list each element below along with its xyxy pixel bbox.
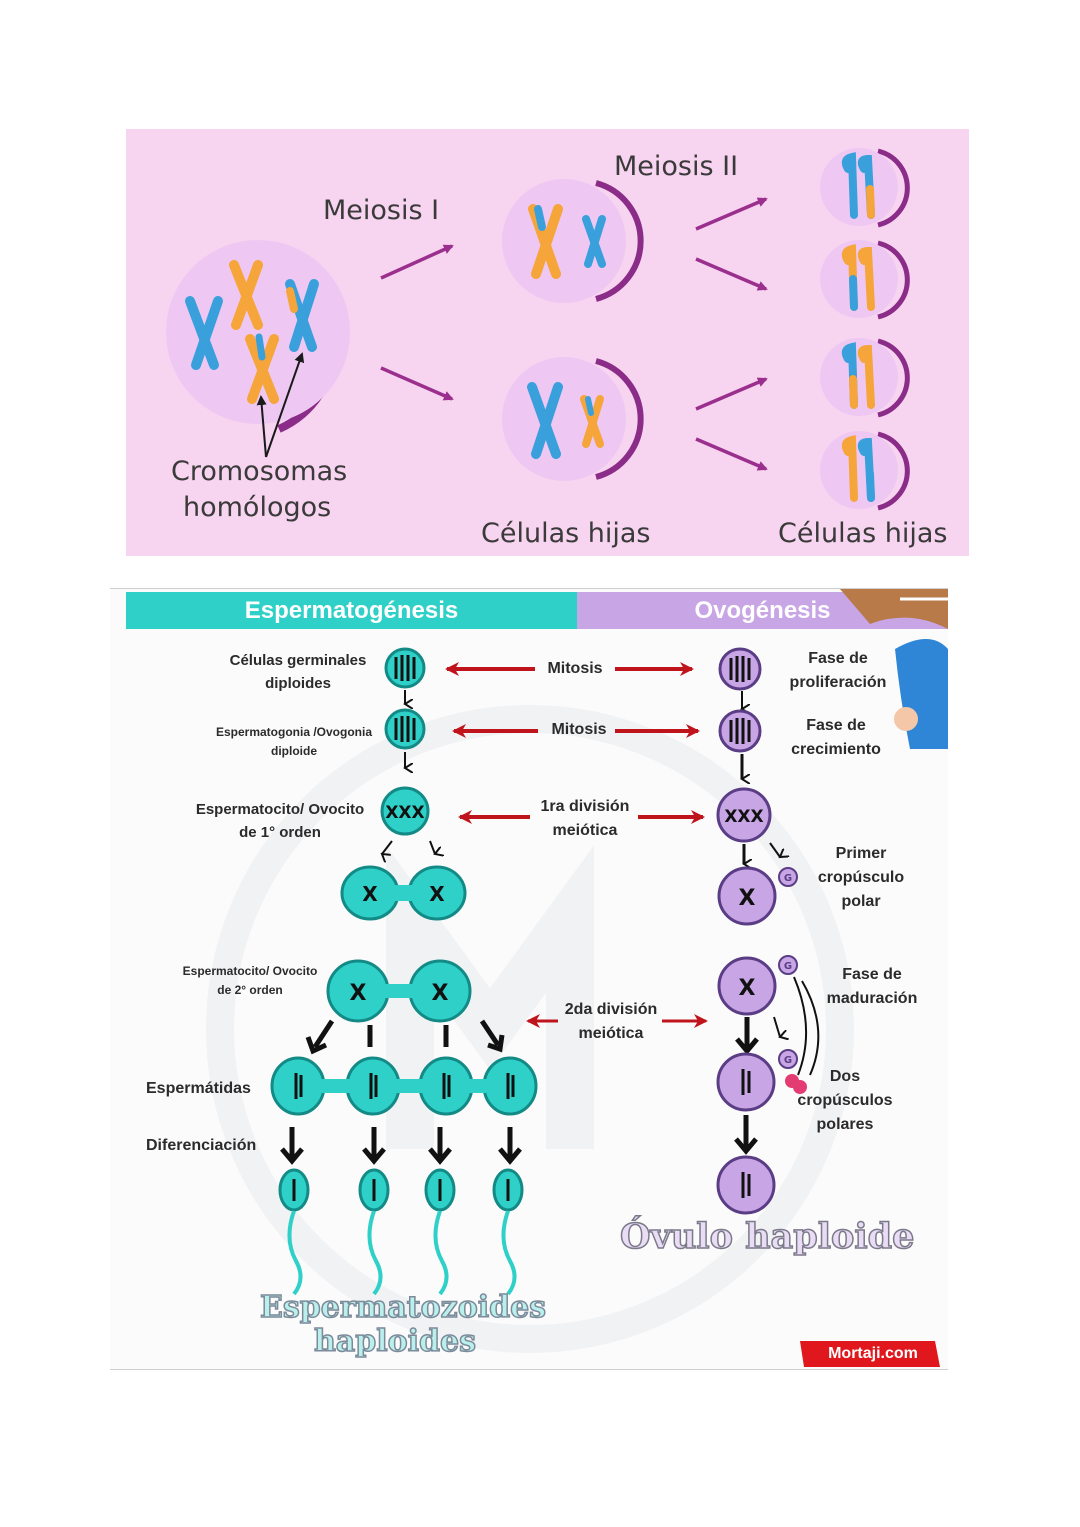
daughter-cell-1: [820, 148, 910, 228]
label-growth: Fase de crecimiento: [791, 717, 881, 758]
mid-cell-top: [502, 179, 644, 303]
oocyte2-cell: X G: [717, 955, 820, 1076]
svg-text:G: G: [784, 1055, 792, 1066]
oocyte1-cell: XXX: [716, 787, 772, 843]
svg-text:G: G: [784, 873, 792, 884]
arrow-meiosis1-up: [380, 244, 454, 280]
mid-cell-bottom: [502, 357, 644, 481]
label-spermatids: Espermátidas: [146, 1080, 251, 1097]
chromosome-orange-1: [229, 260, 263, 330]
spermatocyte2-cells: X X: [326, 959, 472, 1023]
result-sperm: Espermatozoides haploides: [259, 1290, 547, 1360]
spermatids-chain: [270, 1056, 538, 1116]
label-meiotic-2: 2da división meiótica: [564, 1001, 658, 1042]
arrow-meiosis1-down: [380, 366, 454, 401]
oocyte-after-meiosis1: X G: [717, 866, 798, 926]
svg-text:G: G: [784, 961, 792, 972]
label-mitosis-1: Mitosis: [547, 660, 603, 677]
arrow-meiosis2-3: [695, 377, 768, 411]
germ-cell-left: [384, 647, 426, 689]
homologous-pointer: [256, 352, 305, 458]
daughter-cells-label-2: Células hijas: [778, 518, 948, 549]
spermatocyte1-cell: XXX: [380, 786, 430, 836]
gametogenesis-panel: Espermatogénesis Ovogénesis: [110, 588, 948, 1370]
dividing-cell-1: X X: [340, 865, 467, 921]
svg-text:X: X: [362, 882, 378, 906]
gametogenesis-diagram: XXX X X X X: [206, 589, 948, 1367]
homologous-label-line2: homólogos: [183, 492, 332, 523]
label-germ-cells: Células germinales diploides: [229, 652, 367, 692]
arrows-to-spermatids: [305, 1019, 505, 1055]
label-differentiation: Diferenciación: [146, 1137, 257, 1154]
label-spermatogonia: Espermatogonia /Ovogonia diploide: [215, 725, 373, 758]
oogonia-cell-2: [718, 709, 762, 753]
chromosome-blue-1: [185, 296, 223, 370]
svg-text:X: X: [432, 981, 449, 1006]
label-polar-body: Primer cropúsculo polar: [817, 845, 905, 910]
homologous-label-line1: Cromosomas: [171, 456, 348, 487]
arrow-meiosis2-2: [695, 257, 768, 291]
meiosis1-label: Meiosis I: [323, 195, 440, 226]
label-maturation: Fase de maduración: [826, 966, 918, 1007]
kid-illustration: [840, 589, 948, 749]
svg-text:X: X: [429, 882, 445, 906]
sperm-cells: [278, 1168, 524, 1296]
label-two-polar: Dos cropúsculos polares: [797, 1068, 893, 1133]
result-ovum: Óvulo haploide: [619, 1216, 915, 1258]
arrow-meiosis2-1: [695, 197, 768, 231]
daughter-cell-4: [820, 431, 910, 511]
meiosis-panel: Meiosis I Meiosis II Cromosomas homólogo…: [126, 129, 969, 556]
arrow-meiosis2-4: [695, 437, 768, 471]
oogonia-cell-1: [718, 647, 762, 691]
meiosis2-label: Meiosis II: [614, 151, 739, 182]
label-mitosis-2: Mitosis: [551, 721, 607, 738]
parent-cell: [166, 240, 350, 458]
daughter-cell-2: [820, 240, 910, 320]
svg-text:XXX: XXX: [724, 807, 763, 827]
brand-badge: [800, 1341, 940, 1367]
label-meiotic-1: 1ra división meiótica: [540, 798, 630, 839]
label-spermatocyte1: Espermatocito/ Ovocito de 1° orden: [195, 801, 365, 841]
ootid-cell: G: [716, 1049, 807, 1112]
spermatogonia-cell: [384, 708, 426, 750]
svg-text:X: X: [739, 976, 756, 1001]
label-proliferation: Fase de proliferación: [789, 650, 887, 691]
chromosome-orange-3: [286, 287, 298, 313]
label-spermatocyte2: Espermatocito/ Ovocito de 2° orden: [182, 964, 318, 997]
brand-text[interactable]: Mortaji.com: [828, 1345, 918, 1362]
svg-text:X: X: [350, 981, 367, 1006]
svg-text:X: X: [739, 886, 756, 911]
arrows-differentiation: [280, 1127, 522, 1165]
daughter-cell-3: [820, 338, 910, 418]
chromosome-orange-2: [245, 333, 279, 404]
svg-text:XXX: XXX: [385, 803, 424, 823]
header-spermatogenesis: Espermatogénesis: [126, 592, 577, 629]
daughter-cells-label-1: Células hijas: [481, 518, 651, 549]
meiosis-diagram: [166, 148, 910, 511]
ovum-cell: [716, 1155, 776, 1215]
